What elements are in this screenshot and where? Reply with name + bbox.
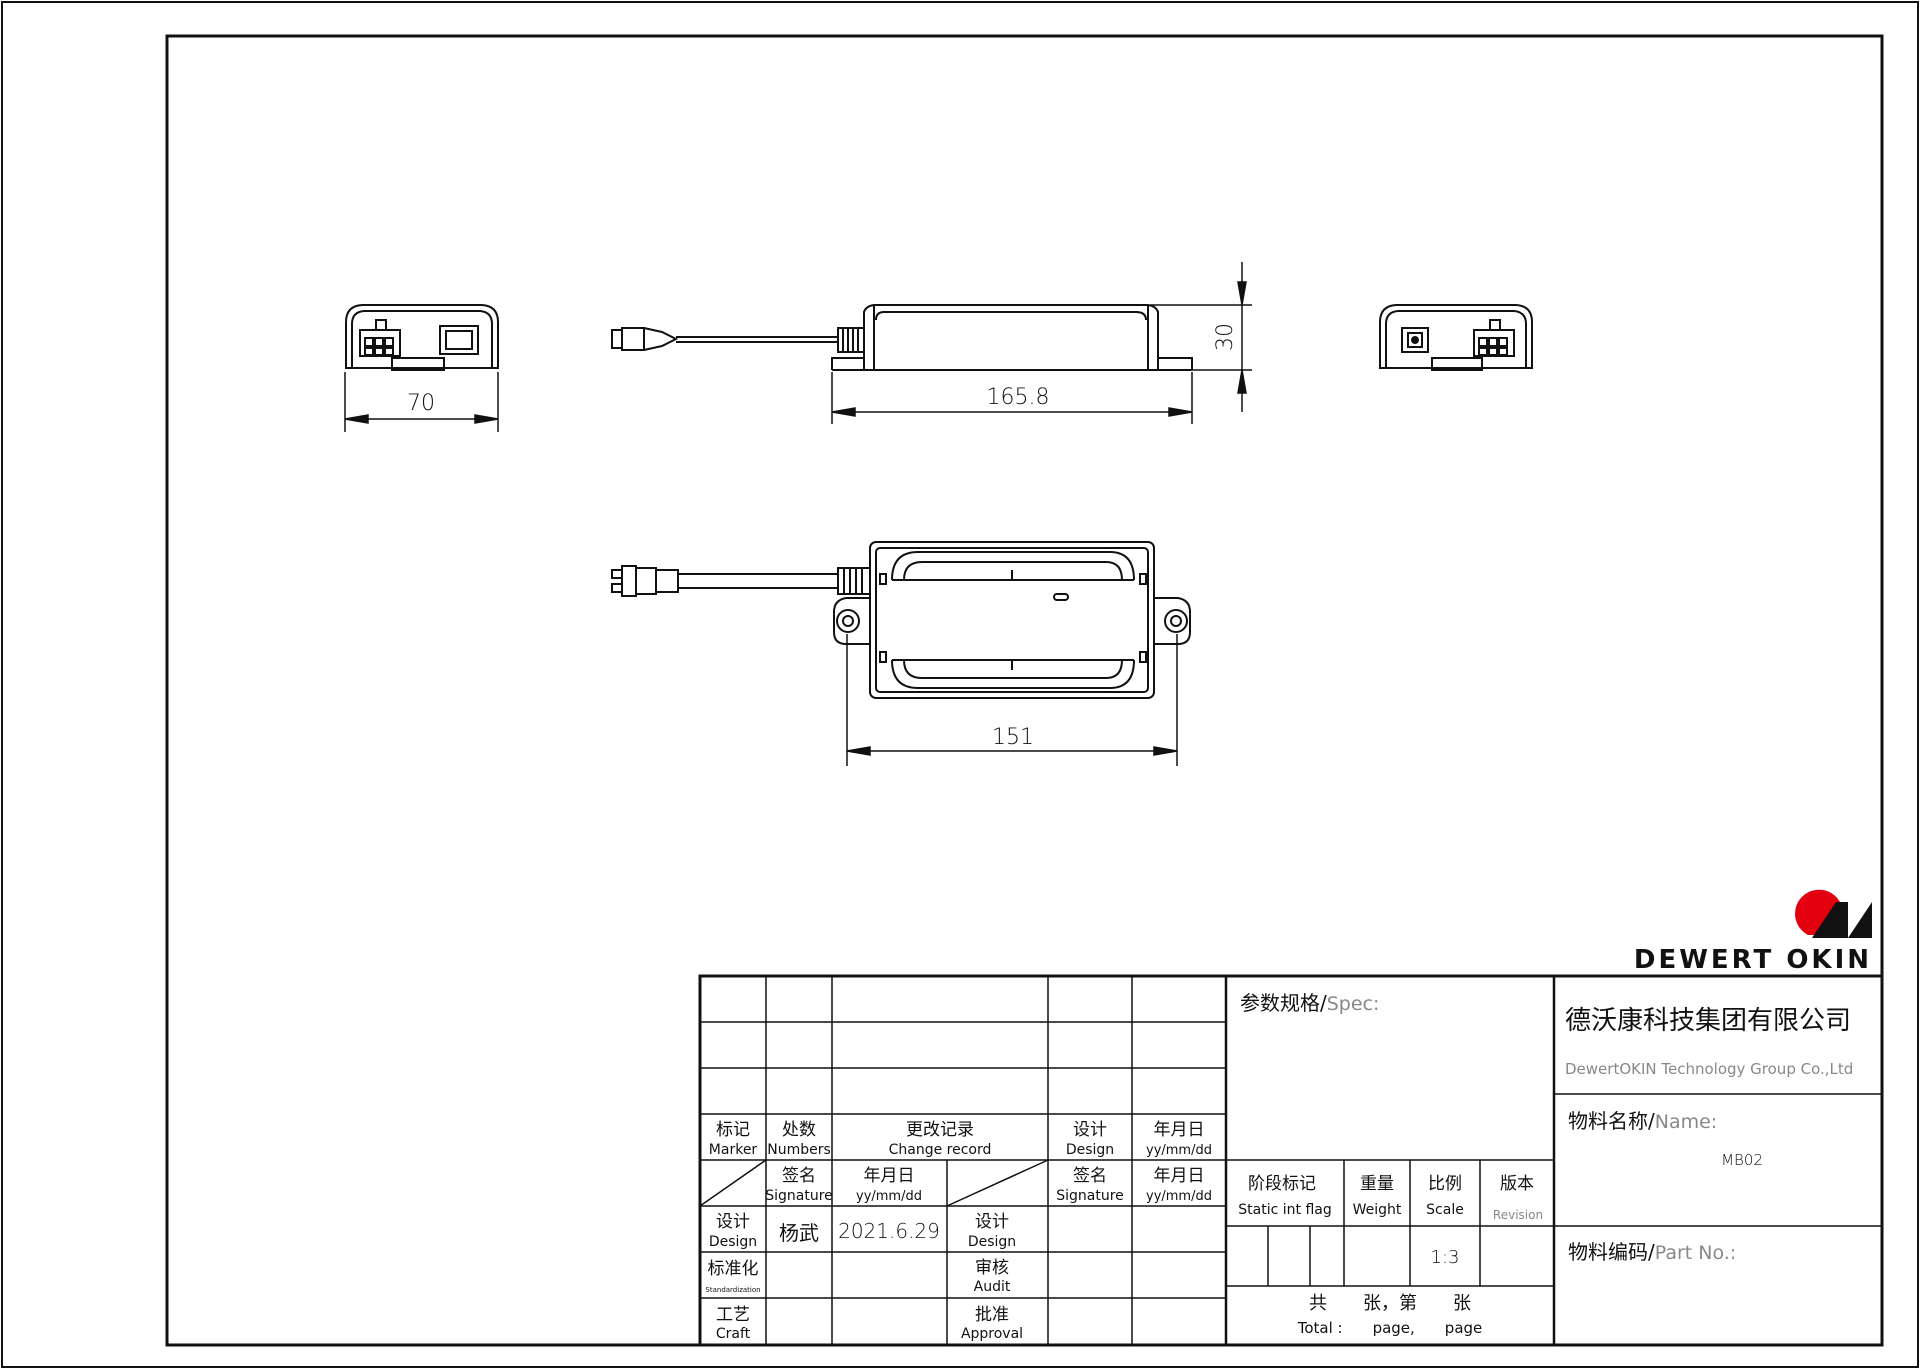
design-en-2: Design — [968, 1234, 1016, 1250]
name-label: 物料名称/Name: — [1568, 1109, 1717, 1133]
dim-label-70: 70 — [407, 391, 435, 416]
title-block-grid — [698, 974, 1884, 1347]
designer-signature: 杨武 — [779, 1221, 819, 1245]
weight-en: Weight — [1353, 1202, 1402, 1218]
sig-date-cn: 年月日 — [864, 1166, 915, 1186]
marker-cn: 标记 — [716, 1120, 750, 1140]
dim-height-30 — [1150, 262, 1252, 412]
header-design-cn: 设计 — [1073, 1120, 1107, 1140]
approval-en: Approval — [961, 1326, 1023, 1342]
inner-frame — [165, 34, 1884, 1347]
design-en: Design — [709, 1234, 757, 1250]
change-record-cn: 更改记录 — [906, 1120, 974, 1140]
brand-name: DEWERT OKIN — [1634, 945, 1872, 975]
dim-label-165-8: 165.8 — [987, 385, 1050, 410]
audit-en: Audit — [974, 1279, 1011, 1295]
weight-cn: 重量 — [1360, 1174, 1394, 1194]
sign-cn: 签名 — [782, 1166, 816, 1186]
revision-cn: 版本 — [1500, 1174, 1534, 1194]
left-end-view — [345, 304, 499, 371]
company-cn: 德沃康科技集团有限公司 — [1565, 1006, 1851, 1036]
top-view — [611, 541, 1191, 699]
partno-label: 物料编码/Part No.: — [1568, 1240, 1736, 1264]
right-end-view — [1379, 304, 1533, 371]
scale-en: Scale — [1426, 1202, 1464, 1218]
dim-label-151: 151 — [992, 725, 1034, 750]
name-value: MB02 — [1721, 1151, 1763, 1169]
dim-width-70 — [344, 372, 499, 432]
standardization-cn: 标准化 — [708, 1259, 759, 1279]
company-en: DewertOKIN Technology Group Co.,Ltd — [1565, 1060, 1853, 1078]
approval-cn: 批准 — [975, 1305, 1009, 1325]
dim-label-30: 30 — [1213, 323, 1238, 351]
sign-en-2: Signature — [1056, 1188, 1124, 1204]
pages-cn: 共 张，第 张 — [1309, 1293, 1471, 1314]
pages-en: Total : page, page — [1297, 1319, 1483, 1337]
sig-date-en-2: yy/mm/dd — [1146, 1189, 1212, 1204]
standardization-en: Standardization — [705, 1286, 760, 1294]
front-view — [611, 304, 1193, 371]
header-date-en: yy/mm/dd — [1146, 1143, 1212, 1158]
design-date: 2021.6.29 — [838, 1219, 940, 1243]
sig-date-en: yy/mm/dd — [856, 1189, 922, 1204]
change-record-en: Change record — [889, 1142, 992, 1158]
design-cn-2: 设计 — [975, 1212, 1009, 1232]
stage-en: Static int flag — [1238, 1202, 1331, 1218]
header-design-en: Design — [1066, 1142, 1114, 1158]
craft-en: Craft — [716, 1326, 751, 1342]
dim-length-165-8 — [831, 372, 1193, 424]
marker-en: Marker — [709, 1142, 758, 1158]
scale-value: 1:3 — [1431, 1247, 1460, 1268]
sign-en: Signature — [765, 1188, 833, 1204]
design-cn: 设计 — [716, 1212, 750, 1232]
numbers-cn: 处数 — [782, 1120, 816, 1140]
header-date-cn: 年月日 — [1154, 1120, 1205, 1140]
scale-cn: 比例 — [1428, 1174, 1462, 1194]
sig-date-cn-2: 年月日 — [1154, 1166, 1205, 1186]
dim-mount-151 — [846, 634, 1178, 766]
stage-cn: 阶段标记 — [1248, 1174, 1316, 1194]
revision-en: Revision — [1493, 1208, 1543, 1222]
craft-cn: 工艺 — [716, 1305, 750, 1325]
dewert-okin-logo — [1795, 889, 1872, 938]
audit-cn: 审核 — [975, 1258, 1009, 1278]
spec-cn: 参数规格/Spec: — [1240, 991, 1379, 1015]
numbers-en: Numbers — [767, 1142, 831, 1158]
sign-cn-2: 签名 — [1073, 1166, 1107, 1186]
